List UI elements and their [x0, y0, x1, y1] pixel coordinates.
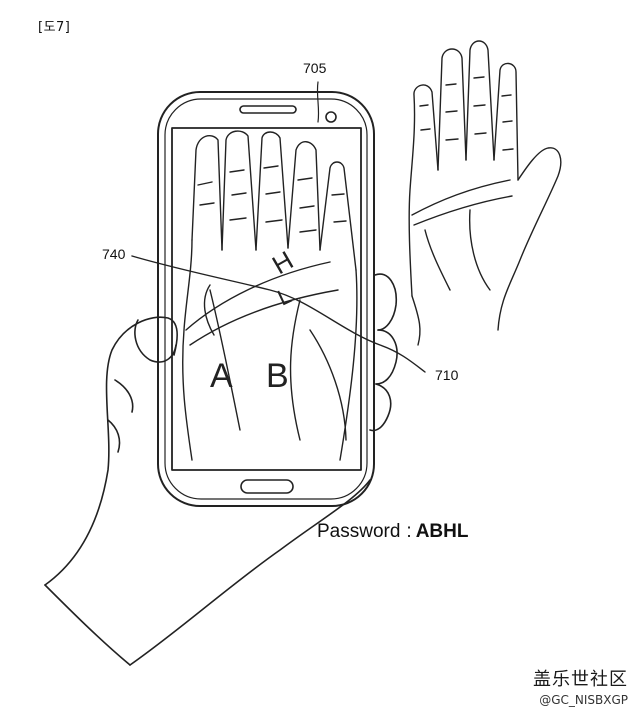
home-button — [240, 479, 294, 494]
reference-740: 740 — [102, 246, 126, 262]
figure-label: [도7] — [38, 20, 71, 35]
phone — [157, 91, 375, 507]
camera-icon — [325, 111, 337, 123]
watermark: 盖乐世社区 @GC_NISBXGP — [533, 665, 628, 707]
password-label: Password — [317, 521, 401, 542]
leader-705 — [316, 81, 320, 123]
reference-710: 710 — [435, 367, 459, 383]
screen-letter-l: L — [274, 283, 296, 311]
unlock-line — [131, 255, 426, 373]
screen-letter-b: B — [266, 357, 289, 395]
password-separator: : — [406, 521, 412, 542]
password-caption: Password:ABHL — [317, 521, 468, 543]
password-value: ABHL — [415, 521, 469, 542]
screen-letter-a: A — [210, 357, 233, 395]
speaker-slot — [239, 105, 297, 114]
watermark-brand: 盖乐世社区 — [533, 669, 628, 690]
screen-palm — [182, 130, 358, 461]
reference-705: 705 — [303, 60, 327, 76]
screen-letter-h: H — [267, 245, 298, 280]
reference-hand — [408, 40, 562, 346]
watermark-handle: @GC_NISBXGP — [539, 693, 628, 707]
